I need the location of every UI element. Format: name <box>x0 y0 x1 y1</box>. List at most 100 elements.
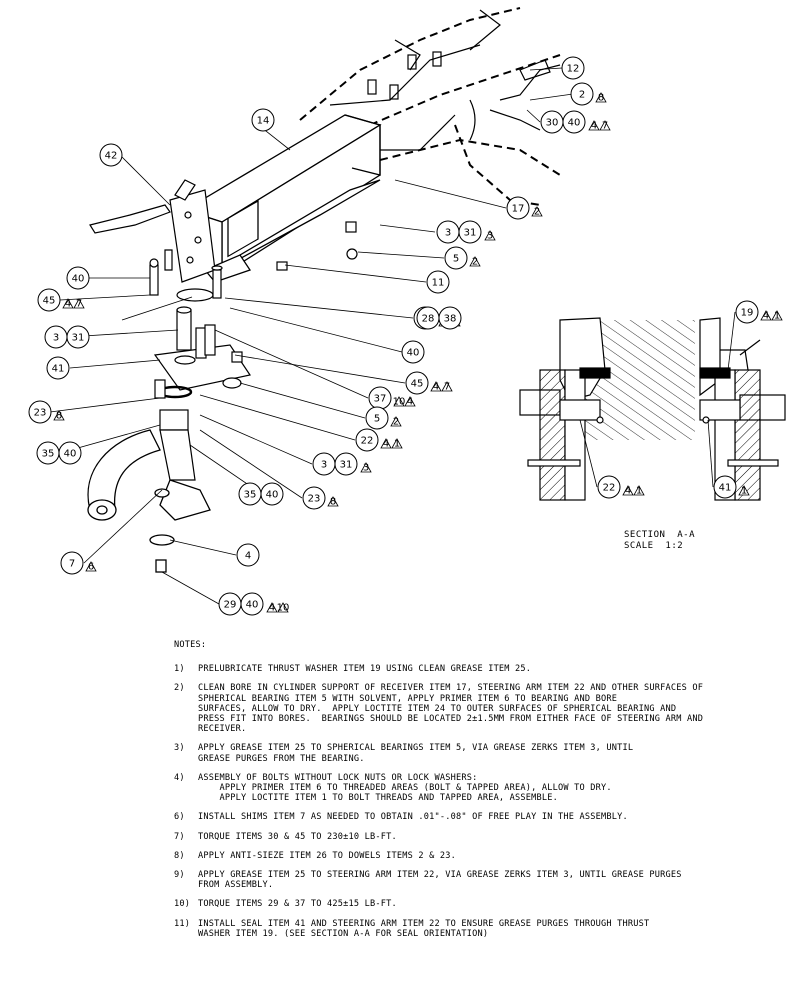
note-text: ASSEMBLY OF BOLTS WITHOUT LOCK NUTS OR L… <box>198 773 774 804</box>
balloon-circle <box>365 406 389 430</box>
note-flag-number: 7 <box>76 299 82 310</box>
note-flag-triangle <box>390 416 402 427</box>
note-number: 9) <box>174 870 185 881</box>
note-number: 6) <box>174 812 185 823</box>
note-line: APPLY GREASE ITEM 25 TO STEERING ARM ITE… <box>198 870 682 881</box>
note-flag-triangle <box>430 381 442 392</box>
notes-list: 1) PRELUBRICATE THRUST WASHER ITEM 19 USI… <box>174 664 774 939</box>
note-flag-triangle <box>360 462 372 473</box>
note-flag-triangle <box>53 410 65 421</box>
note-flag-triangle <box>404 396 416 407</box>
note-text: CLEAN BORE IN CYLINDER SUPPORT OF RECEIV… <box>198 683 774 734</box>
section-caption: SECTION A-A SCALE 1:2 <box>624 530 695 552</box>
balloon-circle <box>334 452 358 476</box>
balloon-circle <box>405 371 429 395</box>
note-flag-number: 2 <box>472 257 478 268</box>
note-line: CLEAN BORE IN CYLINDER SUPPORT OF RECEIV… <box>198 683 704 694</box>
note-line: PRELUBRICATE THRUST WASHER ITEM 19 USING… <box>198 664 532 675</box>
note-flag-number: 4 <box>433 382 439 393</box>
note-line: ASSEMBLY OF BOLTS WITHOUT LOCK NUTS OR L… <box>198 772 478 783</box>
note-line: APPLY GREASE ITEM 25 TO SPHERICAL BEARIN… <box>198 743 634 754</box>
note-line: FROM ASSEMBLY. <box>198 880 274 891</box>
note-flag-number: 8 <box>330 497 336 508</box>
note-flag-triangle <box>469 256 481 267</box>
note-line: GREASE PURGES FROM THE BEARING. <box>198 753 365 764</box>
note-number: 7) <box>174 831 185 842</box>
callout-number: 45 <box>411 379 424 390</box>
callout-number: 28 <box>422 314 435 325</box>
balloon-circle <box>302 486 326 510</box>
callout-balloon: 12 <box>561 56 585 80</box>
callout-balloon: 42 <box>99 143 123 167</box>
callout-number: 31 <box>340 460 353 471</box>
note-flag-triangle <box>73 298 85 309</box>
balloon-circle <box>66 325 90 349</box>
note-item: 4) ASSEMBLY OF BOLTS WITHOUT LOCK NUTS OR… <box>174 773 774 804</box>
note-text: APPLY ANTI-SIEZE ITEM 26 TO DOWELS ITEMS… <box>198 851 774 861</box>
callout-number: 31 <box>72 333 85 344</box>
note-item: 8)APPLY ANTI-SIEZE ITEM 26 TO DOWELS ITE… <box>174 851 774 861</box>
balloon-circle <box>444 246 468 270</box>
callout-balloon: 11 <box>426 270 450 294</box>
callout-number: 40 <box>72 274 85 285</box>
exploded-parts-diagram: 1228304047144217233135211404547194128383… <box>28 7 786 616</box>
balloon-circle <box>60 551 84 575</box>
balloon-circle <box>251 108 275 132</box>
note-flag-number: 8 <box>598 93 604 104</box>
balloon-circle <box>597 475 621 499</box>
note-line: INSTALL SEAL ITEM 41 AND STEERING ARM IT… <box>198 918 650 929</box>
note-text: APPLY GREASE ITEM 25 TO STEERING ARM ITE… <box>198 870 774 890</box>
note-flag-triangle <box>62 298 74 309</box>
note-flag-triangle <box>380 438 392 449</box>
balloon-circle <box>260 482 284 506</box>
callout-number: 5 <box>453 254 459 265</box>
note-line: WASHER ITEM 19. (SEE SECTION A-A FOR SEA… <box>198 928 489 939</box>
note-flag-triangle <box>633 485 645 496</box>
balloon-circle <box>46 356 70 380</box>
note-flag-triangle <box>85 561 97 572</box>
note-line: INSTALL SHIMS ITEM 7 AS NEEDED TO OBTAIN… <box>198 812 628 823</box>
note-flag-triangle <box>327 496 339 507</box>
section-title: SECTION A-A <box>624 530 696 540</box>
section-scale: SCALE 1:2 <box>624 541 684 551</box>
note-flag-number: 10 <box>277 603 290 614</box>
note-flag-number: 6 <box>88 562 94 573</box>
note-number: 4) <box>174 772 185 783</box>
note-flag-number: 8 <box>56 411 62 422</box>
callout-balloon: 41 <box>46 356 70 380</box>
note-line: SURFACES, ALLOW TO DRY. APPLY LOCTITE IT… <box>198 703 677 714</box>
note-flag-number: 7 <box>444 382 450 393</box>
note-flag-triangle <box>266 602 278 613</box>
note-flag-number: 2 <box>534 207 540 218</box>
note-flag-number: 1 <box>636 486 642 497</box>
note-text: INSTALL SHIMS ITEM 7 AS NEEDED TO OBTAIN… <box>198 812 774 822</box>
steering-arm <box>87 429 211 573</box>
note-flag-triangle <box>588 120 600 131</box>
balloon-circle <box>561 56 585 80</box>
note-flag-number: 10 <box>393 397 406 408</box>
note-item: 1) PRELUBRICATE THRUST WASHER ITEM 19 USI… <box>174 664 774 674</box>
balloon-circle <box>458 220 482 244</box>
note-number: 1) <box>174 664 185 675</box>
note-item: 7)TORQUE ITEMS 30 & 45 TO 230±10 LB-FT. <box>174 832 774 842</box>
note-flag-triangle <box>622 485 634 496</box>
note-number: 10) <box>174 899 191 910</box>
callout-number: 40 <box>266 490 279 501</box>
callout-number: 30 <box>546 118 559 129</box>
note-flag-triangle <box>771 310 783 321</box>
callout-number: 40 <box>407 348 420 359</box>
note-item: 9) APPLY GREASE ITEM 25 TO STEERING ARM I… <box>174 870 774 890</box>
callout-number: 41 <box>719 483 732 494</box>
note-text: PRELUBRICATE THRUST WASHER ITEM 19 USING… <box>198 664 774 674</box>
callout-number: 40 <box>568 118 581 129</box>
balloon-circle <box>66 266 90 290</box>
